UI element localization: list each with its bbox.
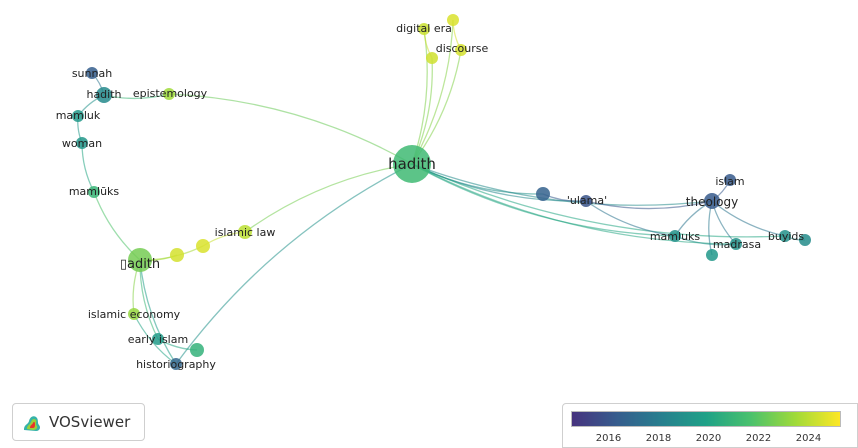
node-label-theology[interactable]: theology bbox=[686, 195, 738, 209]
legend-tick-2020: 2020 bbox=[695, 433, 722, 444]
node-mamluks-right[interactable] bbox=[669, 230, 681, 242]
link-ulama-theology bbox=[585, 200, 713, 210]
node-ulama[interactable] bbox=[580, 195, 592, 207]
node-label-hadith-small[interactable]: hadith bbox=[86, 88, 121, 101]
node-label-islam[interactable]: islam bbox=[715, 175, 744, 188]
node-label-digital-era[interactable]: digital era bbox=[396, 22, 452, 35]
node-label-sunnah[interactable]: sunnah bbox=[72, 67, 112, 80]
node-digital-era-b[interactable] bbox=[447, 14, 459, 26]
node-il-c[interactable] bbox=[170, 248, 184, 262]
node-label-mamluks-right[interactable]: mamluks bbox=[650, 230, 701, 243]
links-layer bbox=[77, 19, 806, 365]
node-discourse-b[interactable] bbox=[455, 44, 467, 56]
node-buyids-b[interactable] bbox=[799, 234, 811, 246]
node-buyids[interactable] bbox=[779, 230, 791, 242]
node-sunnah[interactable] bbox=[86, 67, 98, 79]
node-epistemology[interactable] bbox=[163, 88, 175, 100]
node-hadith-main[interactable] bbox=[393, 145, 431, 183]
legend-tick-2024: 2024 bbox=[795, 433, 822, 444]
node-label-woman[interactable]: woman bbox=[62, 137, 102, 150]
link-theology-buyids bbox=[711, 200, 786, 237]
link-islamic_economy-historiography bbox=[133, 313, 177, 365]
link-hadith_main-theology bbox=[411, 163, 713, 206]
node-label-madrasa[interactable]: madrasa bbox=[713, 238, 761, 251]
node-label-islamic-law[interactable]: islamic law bbox=[215, 226, 276, 239]
node-hadith-special[interactable] bbox=[128, 248, 152, 272]
node-label-early-islam[interactable]: early islam bbox=[128, 333, 188, 346]
link-ulama-mamluks_right bbox=[585, 200, 676, 237]
legend-tick-2018: 2018 bbox=[645, 433, 672, 444]
link-mamluks_left-hadith_special bbox=[93, 191, 141, 261]
node-historiography[interactable] bbox=[170, 358, 182, 370]
link-theology-madrasa_b bbox=[708, 200, 713, 256]
node-islamic-economy[interactable] bbox=[128, 308, 140, 320]
vosviewer-logo-icon bbox=[24, 416, 40, 431]
node-discourse[interactable] bbox=[426, 52, 438, 64]
node-madrasa[interactable] bbox=[730, 238, 742, 250]
labels-layer: hadith digital era discourse sunnah hadith ep… bbox=[56, 22, 805, 371]
node-woman[interactable] bbox=[76, 137, 88, 149]
node-label-epistemology[interactable]: epistemology bbox=[133, 87, 208, 100]
node-label-mamluks-left[interactable]: mamlūks bbox=[69, 185, 120, 198]
node-mamluks-left[interactable] bbox=[88, 186, 100, 198]
node-islam[interactable] bbox=[724, 174, 736, 186]
node-label-discourse[interactable]: discourse bbox=[436, 42, 489, 55]
node-digital-era[interactable] bbox=[418, 23, 430, 35]
link-hadith_main-epistemology bbox=[168, 93, 413, 165]
link-hadith_main-islamic_law bbox=[244, 163, 413, 233]
node-label-historiography[interactable]: historiography bbox=[136, 358, 216, 371]
node-label-mamluk[interactable]: mamluk bbox=[56, 109, 101, 122]
node-mamluk[interactable] bbox=[72, 110, 84, 122]
node-label-buyids[interactable]: buyids bbox=[768, 230, 805, 243]
nodes-layer bbox=[72, 14, 811, 370]
legend-tick-2016: 2016 bbox=[595, 433, 622, 444]
node-early-islam[interactable] bbox=[152, 333, 164, 345]
node-label-hadith-main[interactable]: hadith bbox=[388, 155, 436, 173]
node-islamic-law[interactable] bbox=[238, 225, 252, 239]
legend-tick-2022: 2022 bbox=[745, 433, 772, 444]
node-label-ulama[interactable]: 'ulama' bbox=[567, 194, 607, 207]
node-label-islamic-economy[interactable]: islamic economy bbox=[88, 308, 181, 321]
link-hadith_main-ulama bbox=[411, 163, 587, 202]
link-hadith_main-buyids bbox=[411, 163, 786, 238]
legend-color-bar bbox=[571, 411, 841, 427]
link-hadith_main-historiography bbox=[175, 163, 413, 365]
link-hadith_main-madrasa bbox=[411, 163, 737, 245]
app-name: VOSviewer bbox=[49, 413, 131, 431]
node-il-b[interactable] bbox=[196, 239, 210, 253]
node-ulama-b[interactable] bbox=[536, 187, 550, 201]
node-theology[interactable] bbox=[704, 193, 720, 209]
vosviewer-logo[interactable]: VOSviewer bbox=[12, 403, 145, 441]
overlay-legend: 2016 2018 2020 2022 2024 bbox=[562, 403, 858, 448]
node-hadith-small[interactable] bbox=[96, 87, 112, 103]
node-madrasa-b[interactable] bbox=[706, 249, 718, 261]
node-hist-b[interactable] bbox=[190, 343, 204, 357]
node-label-hadith-special[interactable]: ▯adith bbox=[120, 257, 160, 272]
